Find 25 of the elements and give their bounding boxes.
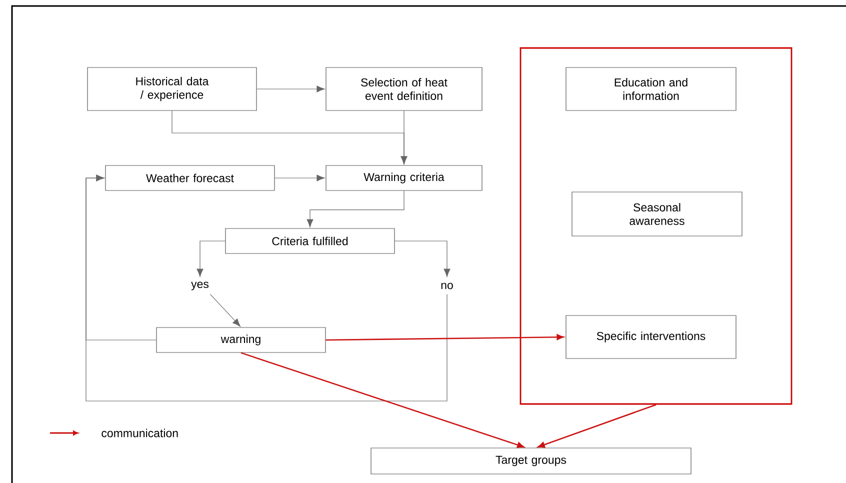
- process-box: Education and information: [566, 67, 736, 111]
- arrow: [240, 352, 524, 448]
- process-box: warning: [156, 327, 326, 353]
- process-box: Weather forecast: [105, 165, 275, 191]
- arrow: [326, 334, 564, 341]
- arrow: [306, 190, 404, 228]
- process-box: Warning criteria: [326, 165, 482, 191]
- arrow: [400, 110, 408, 164]
- process-box: Target groups: [370, 448, 692, 474]
- branch-label: no: [440, 278, 454, 294]
- arrow: [538, 404, 656, 448]
- process-box: Selection of heat event definition: [326, 67, 482, 111]
- process-box: Historical data / experience: [87, 67, 257, 111]
- process-box: Criteria fulfilled: [225, 228, 395, 254]
- arrow: [86, 174, 448, 402]
- branch-label: yes: [190, 278, 210, 294]
- arrow: [256, 86, 325, 92]
- arrow: [210, 294, 240, 327]
- group-frame: [520, 47, 792, 405]
- process-box: Seasonal awareness: [572, 192, 742, 236]
- arrow: [196, 240, 226, 277]
- process-box: Specific interventions: [566, 315, 736, 359]
- arrow: [274, 174, 325, 182]
- legend-label: communication: [102, 428, 178, 438]
- arrow: [394, 240, 450, 277]
